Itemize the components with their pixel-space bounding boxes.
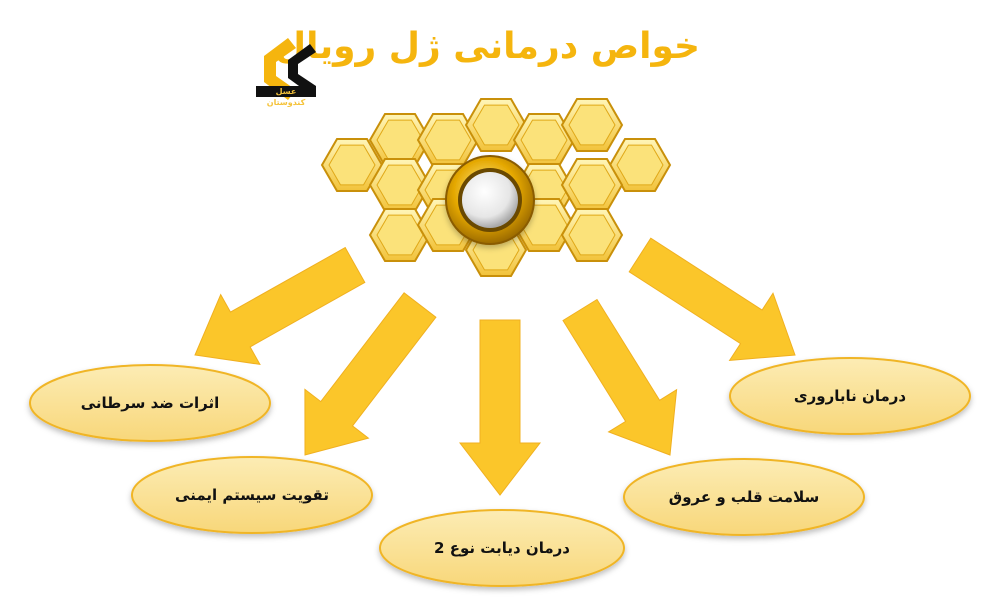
- arrow-icon: [458, 319, 542, 496]
- brand-logo-text: عسل کندوستان: [256, 86, 316, 107]
- honeycomb-cell-inner: [568, 164, 616, 206]
- honeycomb-cell-inner: [328, 144, 376, 186]
- benefit-ellipse: [379, 509, 625, 587]
- benefit-ellipse: [623, 458, 865, 536]
- benefit-label: درمان دیابت نوع 2: [434, 539, 570, 557]
- honeycomb-cell-inner: [424, 119, 472, 161]
- royal-jelly-pearl-icon: [445, 155, 535, 245]
- arrows: [194, 237, 796, 496]
- arrow-icon: [194, 246, 366, 366]
- honeycomb-cell-inner: [568, 214, 616, 256]
- benefit-ellipse: [29, 364, 271, 442]
- benefit-label: سلامت قلب و عروق: [668, 488, 820, 506]
- benefit-label: تقویت سیستم ایمنی: [175, 486, 329, 504]
- honeycomb-cell-inner: [616, 144, 664, 186]
- honeycomb-cell-inner: [472, 104, 520, 146]
- honeycomb-cell-inner: [568, 104, 616, 146]
- honeycomb-cell-inner: [520, 119, 568, 161]
- arrow-icon: [562, 298, 678, 456]
- benefit-ellipse: [131, 456, 373, 534]
- benefit-ellipse: [729, 357, 971, 435]
- honeycomb-cell-inner: [376, 214, 424, 256]
- arrow-icon: [304, 292, 437, 456]
- ellipses: [29, 357, 971, 587]
- benefit-label: درمان ناباروری: [793, 387, 907, 405]
- brand-logo-icon: [264, 38, 316, 100]
- page-title: خواص درمانی ژل رویال: [274, 26, 700, 67]
- honeycomb-cell-inner: [376, 164, 424, 206]
- arrow-icon: [628, 237, 796, 361]
- benefit-label: اثرات ضد سرطانی: [80, 394, 220, 412]
